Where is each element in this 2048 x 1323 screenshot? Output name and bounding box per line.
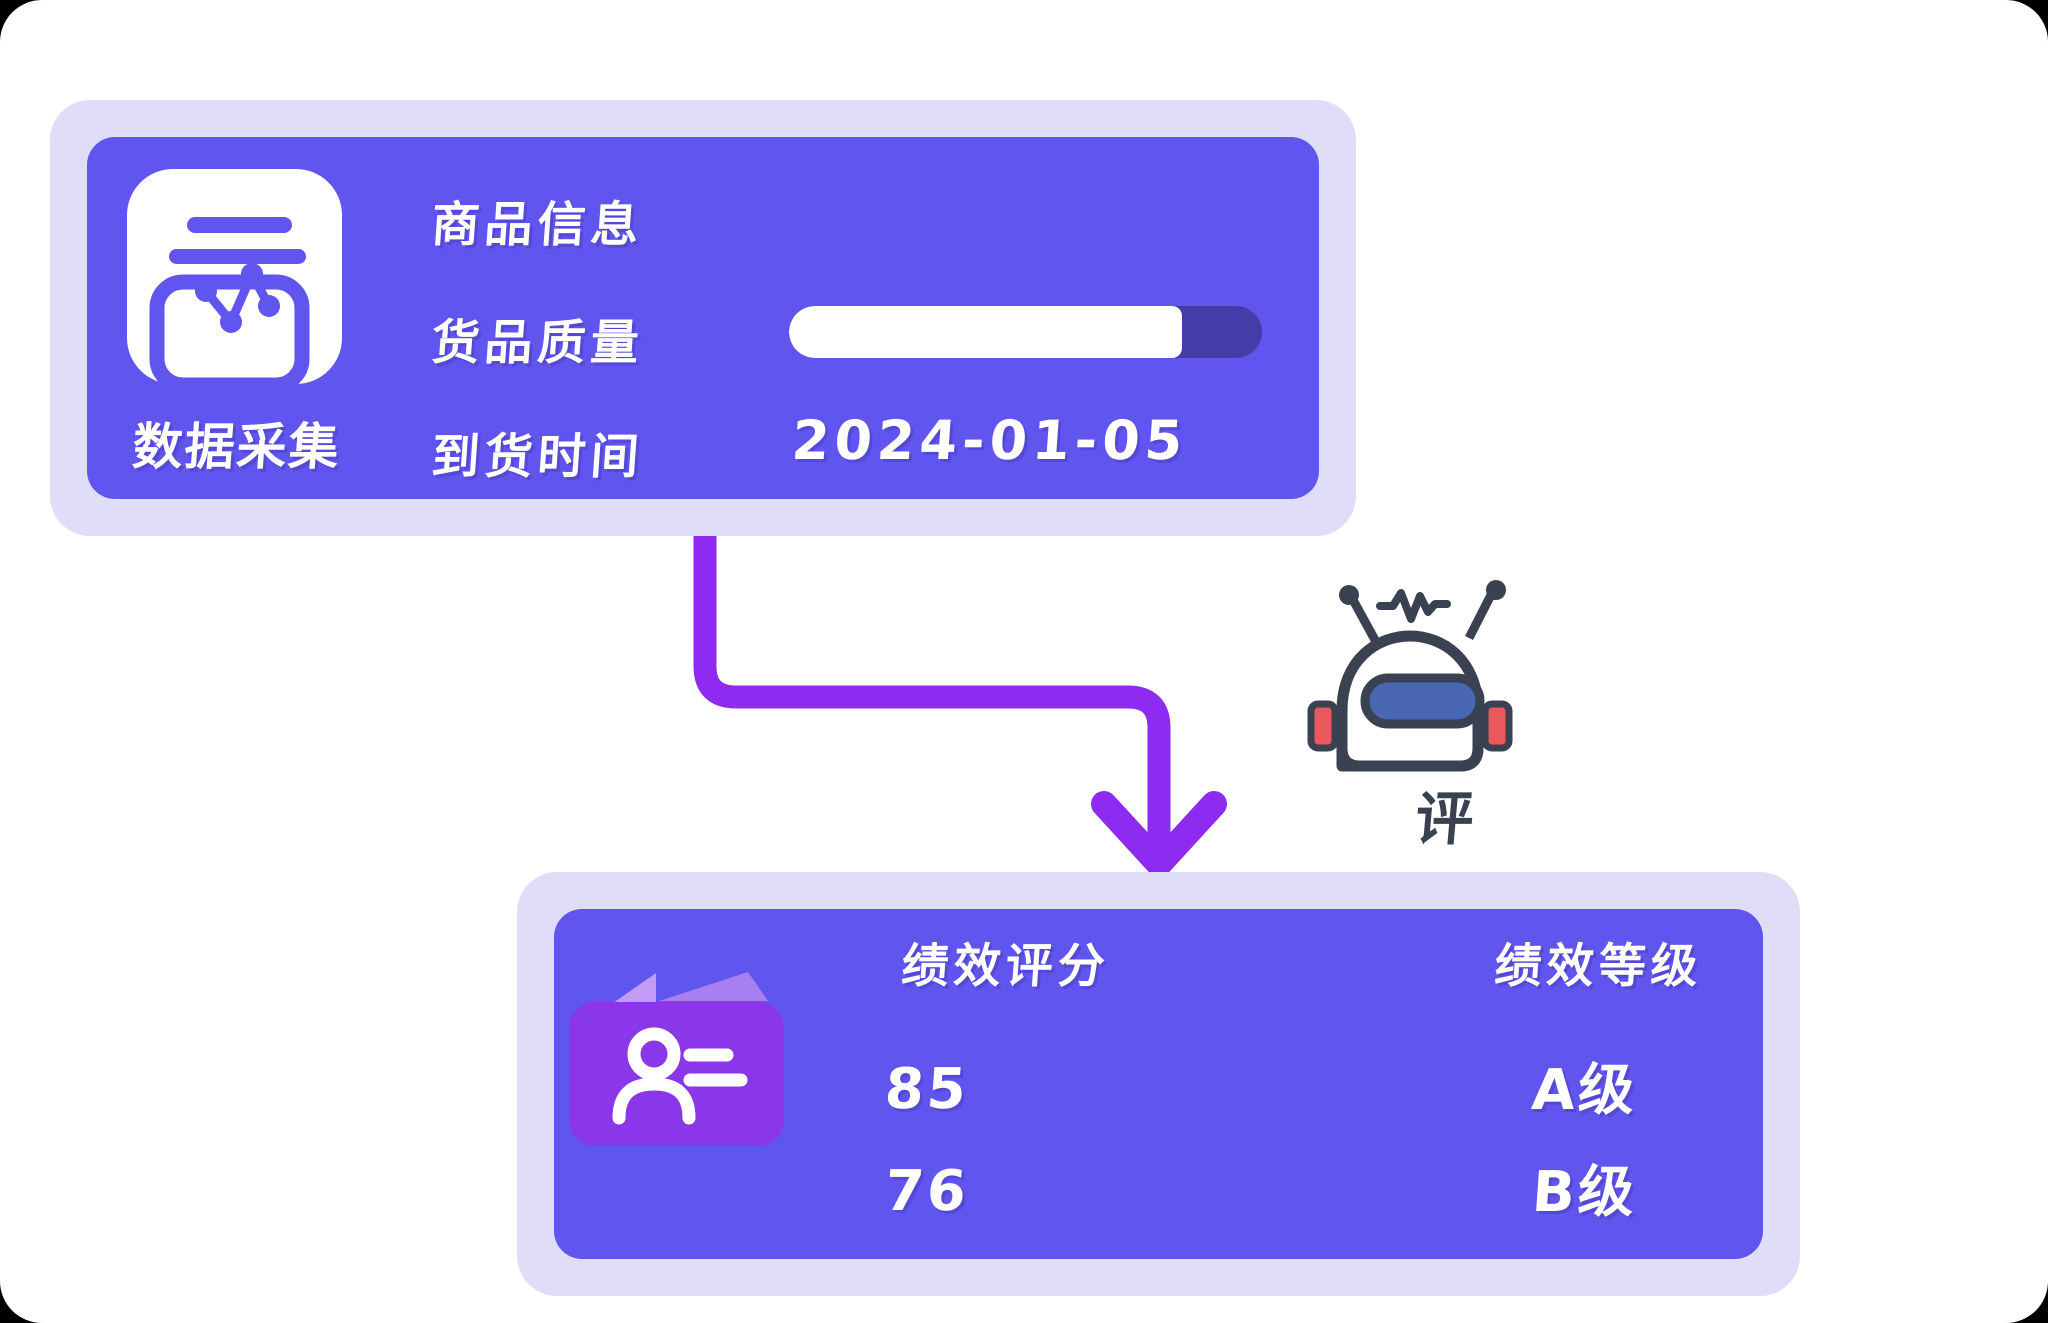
performance-badge-icon: [569, 969, 784, 1146]
header-performance-grade: 绩效等级: [1492, 939, 1705, 994]
data-collection-card: 数据采集 商品信息 货品质量 到货时间 2024-01-05: [50, 100, 1356, 536]
quality-progress-fill: [789, 306, 1182, 358]
grade-value-1: A级: [1529, 1058, 1640, 1123]
robot-icon: [1285, 566, 1535, 801]
performance-card: 绩效评分 绩效等级 85 76 A级 B级: [517, 872, 1800, 1296]
robot-caption: 评: [1412, 785, 1477, 853]
row-label-product-info: 商品信息: [429, 197, 646, 253]
score-value-2: 76: [882, 1159, 972, 1224]
performance-card-inner: 绩效评分 绩效等级 85 76 A级 B级: [554, 909, 1763, 1259]
row-label-goods-quality: 货品质量: [429, 315, 646, 371]
arrival-date-value: 2024-01-05: [789, 409, 1190, 472]
header-performance-score: 绩效评分: [899, 939, 1112, 994]
data-collection-card-inner: 数据采集 商品信息 货品质量 到货时间 2024-01-05: [87, 137, 1319, 499]
score-value-1: 85: [882, 1057, 972, 1122]
data-collection-icon: [127, 169, 342, 384]
data-collection-label: 数据采集: [130, 418, 343, 476]
chart-document-icon: [149, 217, 310, 384]
row-label-arrival-time: 到货时间: [429, 429, 646, 485]
quality-progress-bar: [789, 306, 1262, 358]
grade-value-2: B级: [1530, 1160, 1640, 1225]
